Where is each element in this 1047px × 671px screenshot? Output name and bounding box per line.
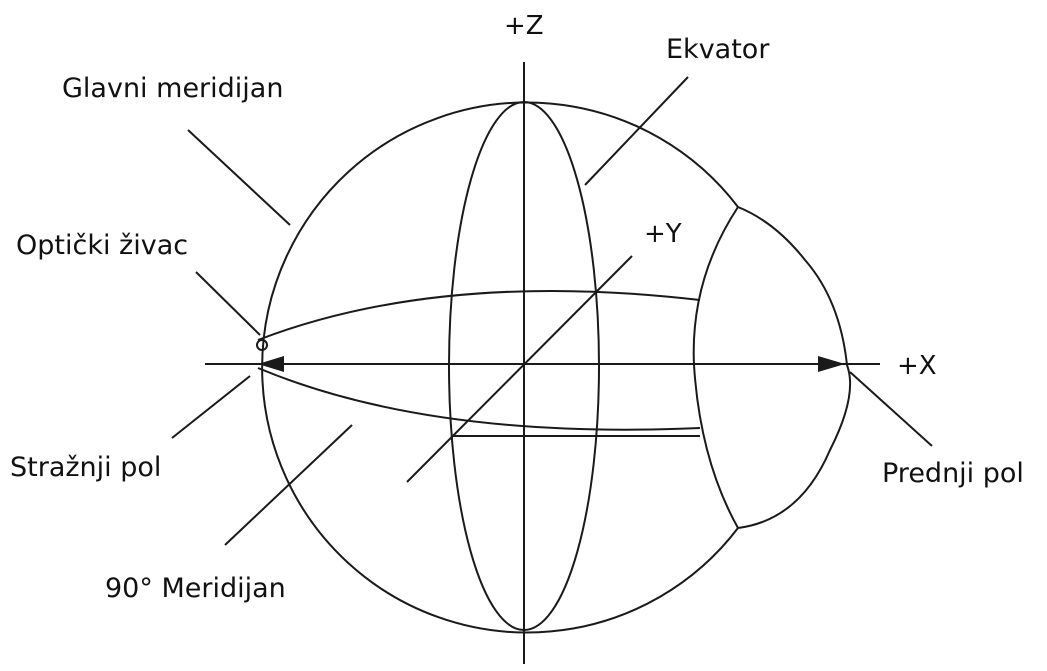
posterior-pole-label: Stražnji pol [10, 452, 161, 483]
main-meridian-label: Glavni meridijan [62, 73, 283, 104]
leader-anterior-pole [849, 371, 933, 447]
equator-ellipse [257, 290, 701, 431]
cornea-boundary [692, 206, 739, 529]
leader-posterior-pole [171, 375, 251, 439]
posterior-arrowhead [258, 356, 284, 372]
leader-equator [584, 76, 689, 186]
optic-nerve-marker [256, 339, 268, 351]
anterior-arrowhead [818, 356, 845, 372]
leader-main-meridian [187, 129, 291, 226]
y-axis-label: +Y [644, 219, 682, 249]
x-axis-label: +X [897, 351, 937, 381]
eyeball-outline [261, 101, 852, 634]
anterior-pole-label: Prednji pol [882, 458, 1024, 489]
leader-90-meridian [224, 424, 353, 546]
leader-optic-nerve [195, 271, 261, 336]
meridian-90-label: 90° Meridijan [105, 573, 286, 604]
z-axis-label: +Z [504, 11, 544, 41]
optic-nerve-label: Optički živac [16, 230, 188, 261]
equator-label: Ekvator [666, 34, 770, 65]
y-axis-line [406, 255, 633, 483]
